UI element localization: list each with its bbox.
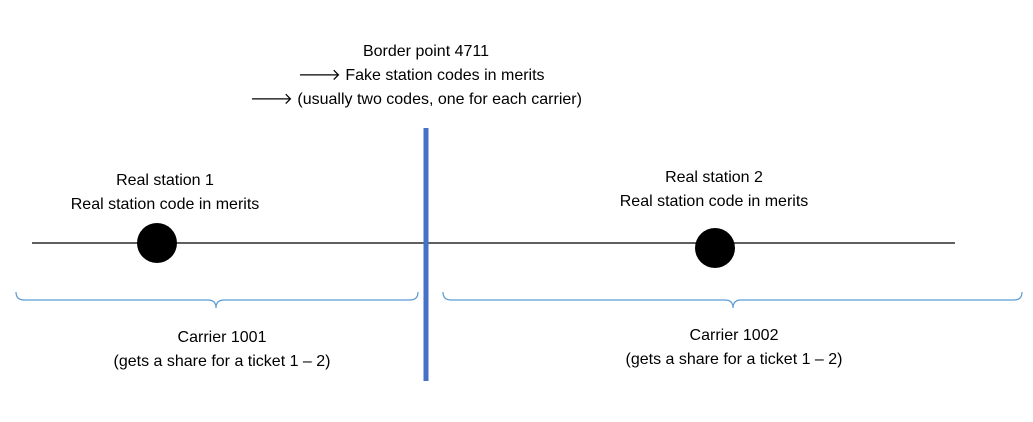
border-two-codes-text: (usually two codes, one for each carrier…: [297, 91, 582, 108]
station-1-code-note: Real station code in merits: [70, 196, 260, 213]
arrow-right-icon: 🡒: [250, 91, 293, 108]
carrier-2-brace: [442, 291, 1023, 309]
station-1-name: Real station 1: [116, 172, 214, 189]
carrier-1-name: Carrier 1001: [177, 329, 267, 346]
arrow-right-icon: 🡒: [298, 67, 341, 84]
carrier-1-label: Carrier 1001 (gets a share for a ticket …: [82, 326, 362, 374]
station-2-name: Real station 2: [665, 169, 763, 186]
carrier-2-label: Carrier 1002 (gets a share for a ticket …: [594, 324, 874, 372]
station-1-dot: [137, 223, 177, 263]
carrier-2-share-note: (gets a share for a ticket 1 – 2): [625, 351, 843, 368]
carrier-2-name: Carrier 1002: [689, 327, 779, 344]
border-two-codes-line: 🡒 (usually two codes, one for each carri…: [246, 88, 606, 112]
border-point-label: Border point 4711 🡒 Fake station codes i…: [246, 40, 606, 112]
station-2-label: Real station 2 Real station code in meri…: [589, 166, 839, 214]
station-2-dot: [695, 228, 735, 268]
station-2-code-note: Real station code in merits: [619, 193, 809, 210]
carrier-1-share-note: (gets a share for a ticket 1 – 2): [113, 353, 331, 370]
border-point-title: Border point 4711: [362, 43, 489, 60]
carrier-1-brace: [15, 291, 419, 309]
border-fake-codes-text: Fake station codes in merits: [345, 67, 545, 84]
station-1-label: Real station 1 Real station code in meri…: [40, 169, 290, 217]
border-fake-codes-line: 🡒 Fake station codes in merits: [246, 64, 606, 88]
